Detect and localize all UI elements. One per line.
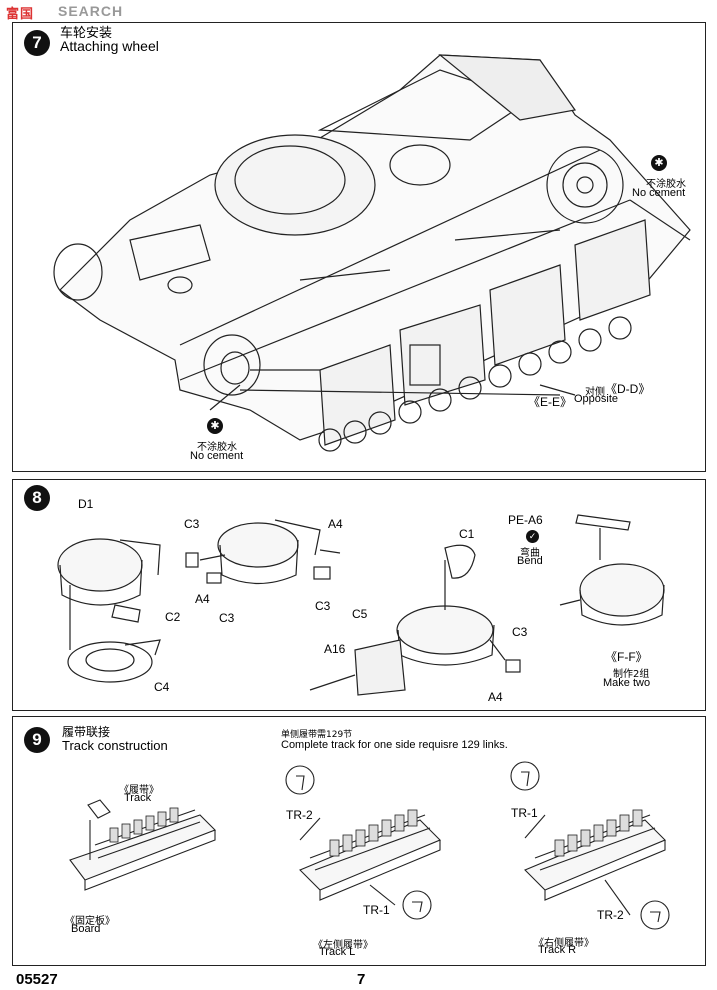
- board-label-cn: 《固定板》: [65, 916, 115, 927]
- bend-icon: ✓: [526, 530, 539, 543]
- track-note-cn: 单侧履带需129节: [281, 730, 353, 740]
- opposite-cn: 对侧: [585, 387, 605, 398]
- step-9-title-en: Track construction: [62, 738, 168, 753]
- no-cement-top-icon: ✱: [651, 155, 667, 171]
- step-9-panel: [12, 716, 706, 966]
- dd-label: 《D-D》: [605, 382, 651, 396]
- board-label-en: Board: [71, 923, 101, 935]
- tr-1-right: TR-1: [511, 806, 538, 820]
- step-7-title-cn: 车轮安装: [60, 26, 113, 41]
- part-c5: C5: [352, 607, 368, 621]
- product-code: 05527: [16, 971, 58, 988]
- opposite-en: Opposite: [574, 393, 619, 405]
- part-c2: C2: [165, 610, 181, 624]
- step-8-panel: [12, 479, 706, 711]
- track-label-en: Track: [124, 792, 152, 804]
- part-c1: C1: [459, 527, 475, 541]
- watermark-logo: 富国: [6, 7, 35, 22]
- ee-label: 《E-E》: [528, 395, 573, 409]
- part-c3-b: C3: [219, 611, 235, 625]
- part-c4: C4: [154, 680, 170, 694]
- page-number: 7: [357, 971, 366, 988]
- tr-2-left: TR-2: [286, 808, 313, 822]
- bend-cn: 弯曲: [520, 548, 540, 559]
- part-a16: A16: [324, 642, 346, 656]
- part-c3-c: C3: [315, 599, 331, 613]
- make-two-en: Make two: [603, 677, 651, 689]
- part-d1: D1: [78, 497, 94, 511]
- part-a4-c: A4: [488, 690, 503, 704]
- no-cement-bottom-icon: ✱: [207, 418, 223, 434]
- part-pe-a6: PE-A6: [508, 513, 543, 527]
- no-cement-bottom-en: No cement: [190, 450, 244, 462]
- part-c3-d: C3: [512, 625, 528, 639]
- step-9-title-cn: 履带联接: [62, 725, 111, 739]
- part-a4-b: A4: [195, 592, 210, 606]
- step-9-badge: 9: [24, 727, 50, 753]
- no-cement-top-en: No cement: [632, 187, 686, 199]
- track-label-cn: 《履带》: [119, 785, 159, 796]
- part-a4-a: A4: [328, 517, 343, 531]
- no-cement-bottom-cn: 不涂胶水: [197, 442, 237, 453]
- track-l-en: Track L: [319, 946, 356, 958]
- no-cement-top-cn: 不涂胶水: [646, 179, 686, 190]
- step-7-badge: 7: [24, 30, 50, 56]
- bend-en: Bend: [517, 555, 543, 567]
- track-r-cn: 《右侧履带》: [534, 938, 594, 949]
- step-7-title-en: Attaching wheel: [60, 38, 159, 54]
- make-two-cn: 制作2组: [613, 669, 650, 680]
- part-c3-a: C3: [184, 517, 200, 531]
- tr-1-left: TR-1: [363, 903, 390, 917]
- track-note-en: Complete track for one side requisre 129…: [281, 739, 508, 751]
- tr-2-right: TR-2: [597, 908, 624, 922]
- ff-label: 《F-F》: [605, 650, 648, 664]
- step-8-badge: 8: [24, 485, 50, 511]
- watermark-text: SEARCH: [58, 3, 124, 19]
- track-l-cn: 《左侧履带》: [313, 940, 373, 951]
- track-r-en: Track R: [538, 944, 577, 956]
